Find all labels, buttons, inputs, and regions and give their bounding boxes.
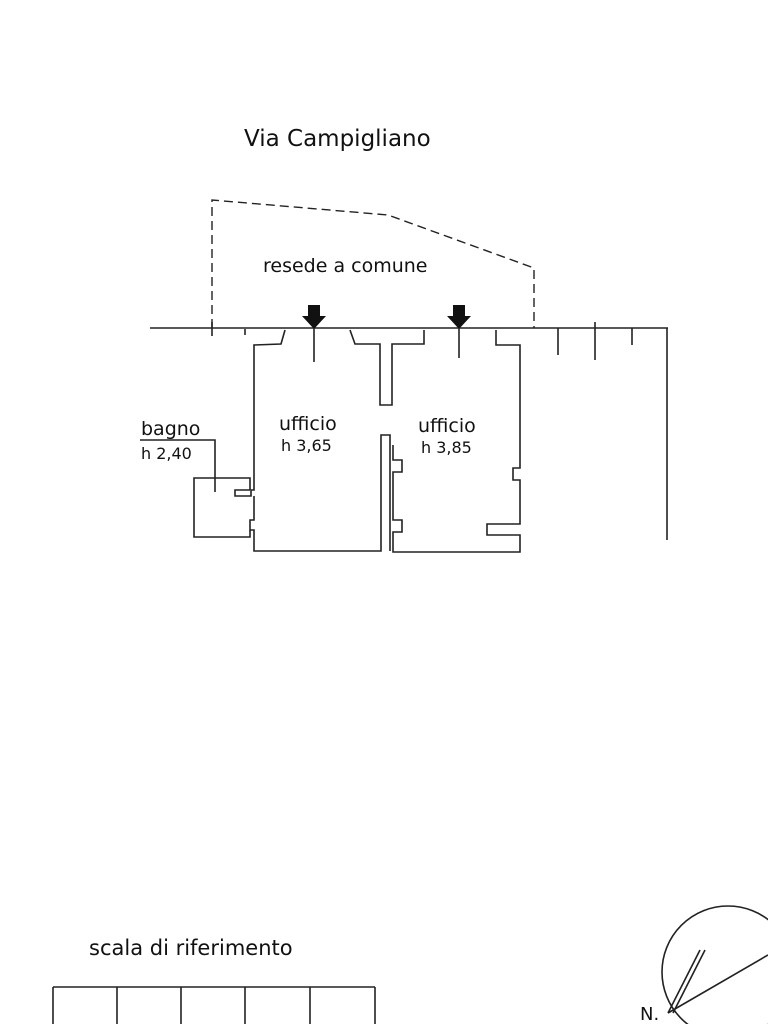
scale-bar xyxy=(52,986,376,1024)
room-name-ufficio-2: ufficio xyxy=(418,415,476,437)
street-line xyxy=(150,322,668,540)
entrance-arrow xyxy=(302,305,326,362)
north-label: N. xyxy=(640,1004,660,1025)
room-ufficio-1-walls xyxy=(234,329,425,552)
scale-label: scala di riferimento xyxy=(89,936,293,960)
street-name: Via Campigliano xyxy=(244,126,431,152)
room-name-bagno: bagno xyxy=(141,418,201,440)
room-height-ufficio-1: h 3,65 xyxy=(281,436,332,455)
room-height-bagno: h 2,40 xyxy=(141,444,192,463)
room-name-ufficio-1: ufficio xyxy=(279,413,337,435)
room-height-ufficio-2: h 3,85 xyxy=(421,438,472,457)
entrance-arrow xyxy=(447,305,471,358)
room-bagno-walls xyxy=(140,439,251,538)
room-ufficio-2-walls xyxy=(392,330,521,553)
common-area-label: resede a comune xyxy=(263,255,428,277)
common-area-outline xyxy=(211,199,535,328)
north-compass-icon xyxy=(661,905,768,1024)
